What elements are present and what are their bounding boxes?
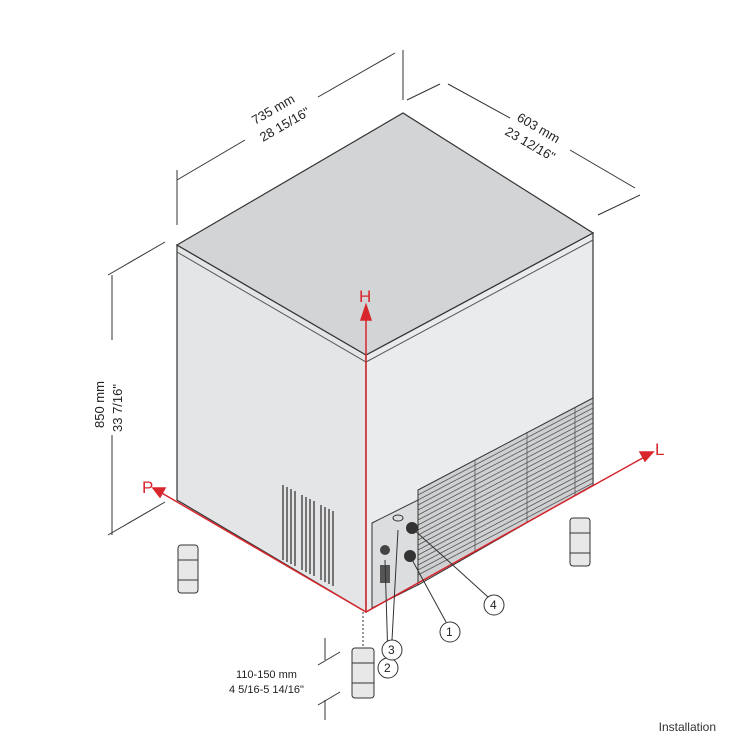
axis-lines — [151, 302, 655, 613]
axis-label-l: L — [655, 440, 664, 459]
caption: Installation — [658, 720, 716, 734]
leg-right — [569, 517, 591, 567]
svg-text:3: 3 — [388, 643, 395, 657]
cabinet-top — [175, 112, 595, 356]
height-inch: 33 7/16" — [110, 384, 125, 432]
height-mm: 850 mm — [92, 381, 107, 428]
width-dimension — [176, 50, 404, 225]
leg-front — [351, 612, 375, 699]
axis-label-p: P — [142, 478, 153, 497]
svg-text:1: 1 — [446, 625, 453, 639]
callout-4: 4 — [483, 594, 505, 616]
depth-dimension — [406, 83, 641, 216]
leg-inch: 4 5/16-5 14/16" — [229, 684, 304, 696]
callout-2: 2 — [377, 657, 399, 679]
leg-left — [177, 544, 199, 594]
svg-text:4: 4 — [490, 598, 497, 612]
svg-text:2: 2 — [384, 661, 391, 675]
front-grille — [417, 397, 594, 586]
callout-3: 3 — [381, 639, 403, 661]
connector-3-icon — [380, 545, 390, 555]
side-vent — [282, 485, 334, 586]
leg-dimension — [317, 638, 341, 720]
height-dimension — [107, 241, 166, 536]
axis-label-h: H — [359, 287, 371, 306]
leg-mm: 110-150 mm — [236, 669, 297, 681]
callout-1: 1 — [439, 621, 461, 643]
